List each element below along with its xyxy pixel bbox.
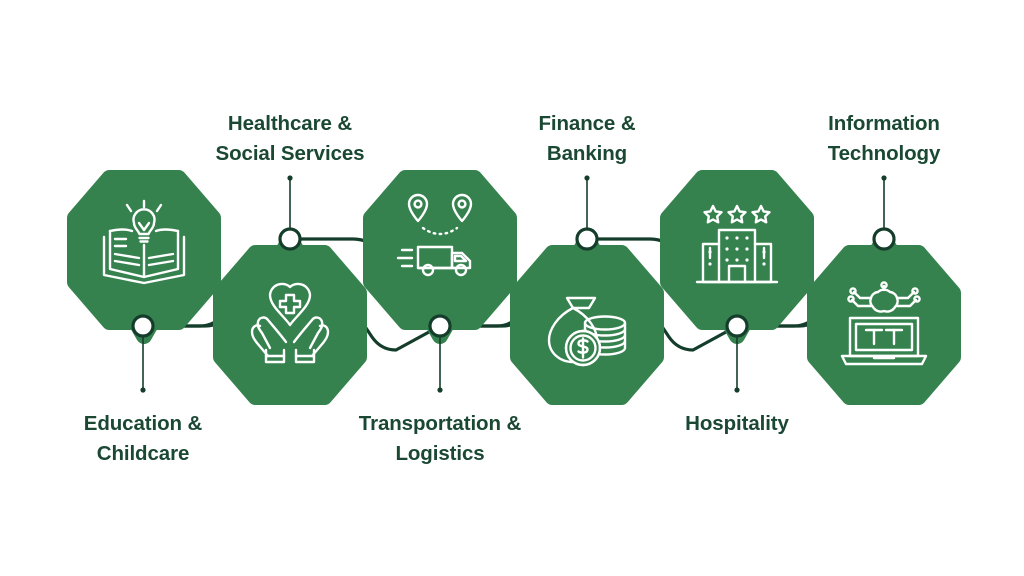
node-education-childcare[interactable] <box>131 314 155 393</box>
node-hospitality[interactable] <box>725 314 749 393</box>
hotel-stars-icon <box>695 204 779 284</box>
laptop-it-circuit-icon <box>840 281 928 366</box>
book-lightbulb-icon <box>102 199 186 285</box>
node-transportation-logistics[interactable] <box>428 314 452 393</box>
hexagon-shapes <box>75 178 953 397</box>
truck-route-pins-icon <box>396 193 473 277</box>
node-markers <box>131 175 896 393</box>
node-finance-banking[interactable] <box>575 175 599 251</box>
hands-heart-cross-icon <box>250 282 330 364</box>
hexagon-hospitality[interactable] <box>668 178 806 336</box>
label-transportation-logistics: Transportation & Logistics <box>358 412 522 465</box>
node-information-technology[interactable] <box>872 175 896 251</box>
label-hospitality: Hospitality <box>685 412 789 435</box>
money-bag-coins-icon <box>547 296 627 367</box>
hexagon-healthcare-social-services[interactable] <box>221 239 359 397</box>
label-information-technology: Information Technology <box>827 112 941 165</box>
label-education-childcare: Education & Childcare <box>83 412 203 465</box>
label-healthcare-social-services: Healthcare & Social Services <box>215 112 365 165</box>
label-finance-banking: Finance & Banking <box>538 112 636 165</box>
node-healthcare-social-services[interactable] <box>278 175 302 251</box>
hexagon-transportation-logistics[interactable] <box>371 178 509 336</box>
